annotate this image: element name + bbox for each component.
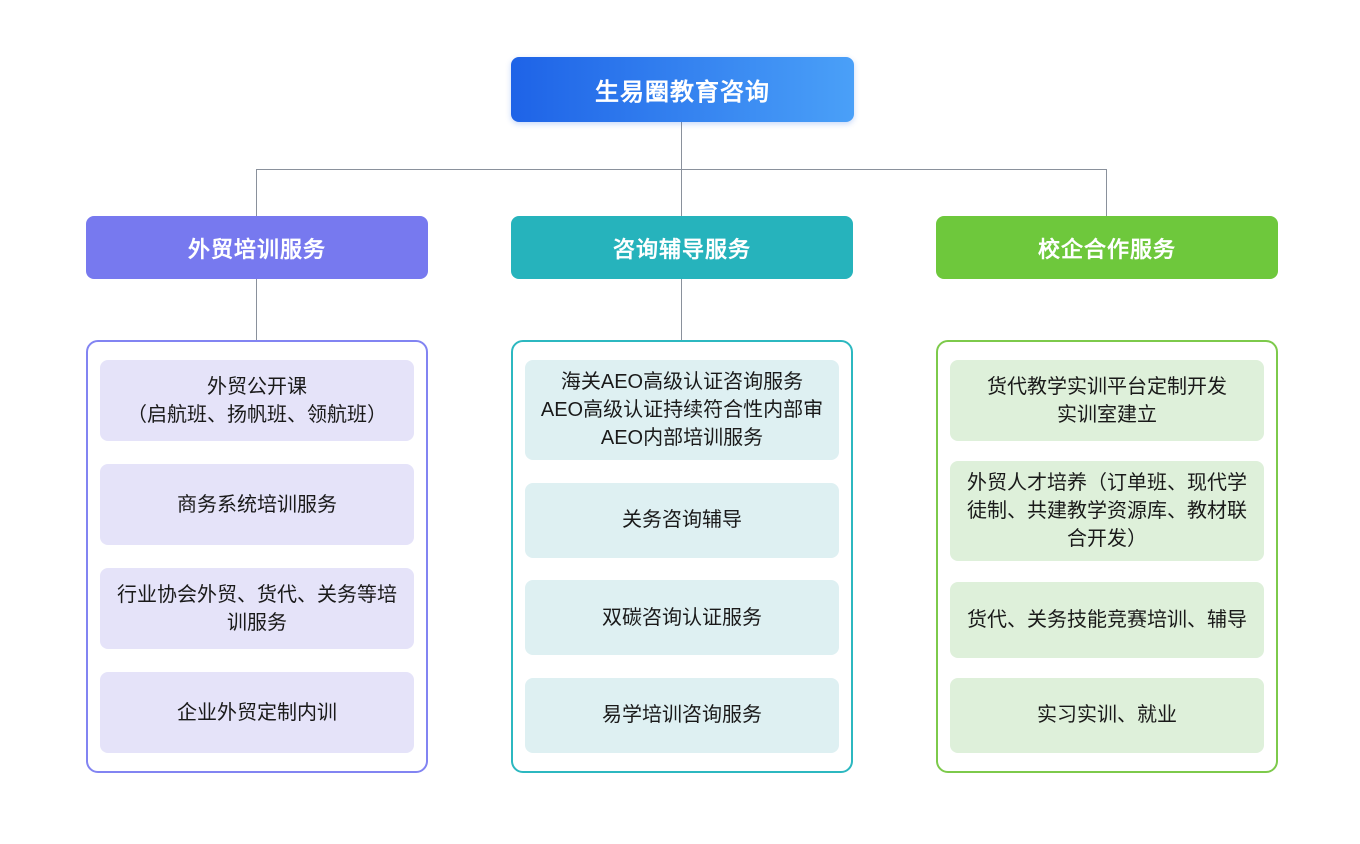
leaf-label: 海关AEO高级认证咨询服务 AEO高级认证持续符合性内部审 AEO内部培训服务 bbox=[540, 371, 824, 449]
leaf-label: 关务咨询辅导 bbox=[622, 509, 742, 532]
connector-drop-school-enterprise bbox=[1106, 169, 1107, 216]
connector-sub-consulting bbox=[681, 279, 682, 340]
leaf-node: 货代教学实训平台定制开发 实训室建立 bbox=[950, 360, 1264, 441]
branch-header-trade-training: 外贸培训服务 bbox=[86, 216, 428, 279]
branch-trade-training: 外贸培训服务 外贸公开课 （启航班、扬帆班、领航班） 商务系统培训服务 行业协会… bbox=[86, 216, 428, 773]
connector-drop-consulting bbox=[681, 169, 682, 216]
connector-sub-trade-training bbox=[256, 279, 257, 340]
root-node: 生易圈教育咨询 bbox=[511, 57, 854, 122]
leaf-label: 外贸人才培养（订单班、现代学徒制、共建教学资源库、教材联合开发） bbox=[967, 472, 1247, 551]
leaf-node: 海关AEO高级认证咨询服务 AEO高级认证持续符合性内部审 AEO内部培训服务 bbox=[525, 360, 839, 460]
leaf-node: 商务系统培训服务 bbox=[100, 464, 414, 545]
leaf-node: 外贸公开课 （启航班、扬帆班、领航班） bbox=[100, 360, 414, 441]
leaf-label: 货代、关务技能竞赛培训、辅导 bbox=[967, 608, 1247, 631]
leaf-node: 双碳咨询认证服务 bbox=[525, 580, 839, 656]
branch-body-trade-training: 外贸公开课 （启航班、扬帆班、领航班） 商务系统培训服务 行业协会外贸、货代、关… bbox=[86, 340, 428, 773]
branch-body-school-enterprise: 货代教学实训平台定制开发 实训室建立 外贸人才培养（订单班、现代学徒制、共建教学… bbox=[936, 340, 1278, 773]
leaf-label: 实习实训、就业 bbox=[1037, 704, 1177, 727]
leaf-label: 企业外贸定制内训 bbox=[177, 701, 337, 724]
branch-body-consulting: 海关AEO高级认证咨询服务 AEO高级认证持续符合性内部审 AEO内部培训服务 … bbox=[511, 340, 853, 773]
leaf-label: 易学培训咨询服务 bbox=[602, 704, 762, 727]
leaf-node: 关务咨询辅导 bbox=[525, 482, 839, 558]
leaf-node: 外贸人才培养（订单班、现代学徒制、共建教学资源库、教材联合开发） bbox=[950, 461, 1264, 562]
leaf-label: 货代教学实训平台定制开发 实训室建立 bbox=[987, 375, 1227, 426]
branch-header-consulting: 咨询辅导服务 bbox=[511, 216, 853, 279]
leaf-node: 实习实训、就业 bbox=[950, 677, 1264, 753]
branch-school-enterprise: 校企合作服务 货代教学实训平台定制开发 实训室建立 外贸人才培养（订单班、现代学… bbox=[936, 216, 1278, 773]
leaf-node: 行业协会外贸、货代、关务等培训服务 bbox=[100, 568, 414, 649]
leaf-node: 货代、关务技能竞赛培训、辅导 bbox=[950, 581, 1264, 658]
leaf-node: 企业外贸定制内训 bbox=[100, 672, 414, 753]
branch-header-school-enterprise: 校企合作服务 bbox=[936, 216, 1278, 279]
leaf-label: 双碳咨询认证服务 bbox=[602, 606, 762, 629]
leaf-label: 商务系统培训服务 bbox=[177, 493, 337, 516]
leaf-label: 行业协会外贸、货代、关务等培训服务 bbox=[117, 583, 397, 634]
connector-root-down bbox=[681, 122, 682, 169]
connector-drop-trade-training bbox=[256, 169, 257, 216]
branch-consulting: 咨询辅导服务 海关AEO高级认证咨询服务 AEO高级认证持续符合性内部审 AEO… bbox=[511, 216, 853, 773]
leaf-label: 外贸公开课 （启航班、扬帆班、领航班） bbox=[127, 375, 387, 426]
leaf-node: 易学培训咨询服务 bbox=[525, 677, 839, 753]
